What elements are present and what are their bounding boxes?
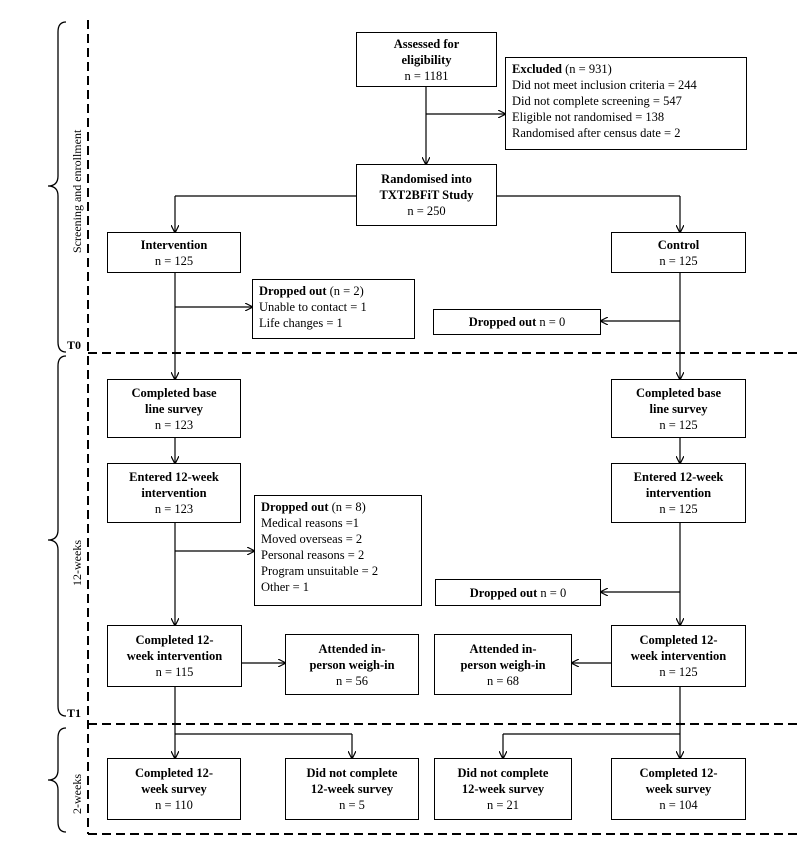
dropped-out-intervention-box-2: Dropped out (n = 8) Medical reasons =1 M…	[254, 495, 422, 606]
completed-intervention-box: Completed 12- week intervention n = 115	[107, 625, 242, 687]
baseline-title-2: line survey	[649, 401, 708, 416]
entered-intervention-box: Entered 12-week intervention n = 123	[107, 463, 241, 523]
assessed-title-2: eligibility	[401, 52, 452, 67]
baseline-title-1: Completed base	[131, 385, 217, 400]
intervention-title: Intervention	[140, 237, 208, 252]
survey-title-1: Completed 12-	[134, 766, 214, 780]
dropped-out-control-box-1: Dropped out n = 0	[433, 309, 601, 335]
weighin-title-2: person weigh-in	[460, 657, 546, 672]
dropout-reason: Life changes = 1	[259, 316, 343, 330]
weighin-count: n = 68	[486, 673, 520, 688]
excluded-box: Excluded (n = 931) Did not meet inclusio…	[505, 57, 747, 150]
dropped-out-count: n = 0	[537, 585, 567, 600]
survey-title-2: 12-week survey	[461, 782, 545, 796]
entered-control-box: Entered 12-week intervention n = 125	[611, 463, 746, 523]
entered-count: n = 123	[154, 502, 194, 516]
excluded-reason: Randomised after census date = 2	[512, 126, 681, 140]
weighin-count: n = 56	[335, 673, 369, 688]
survey-count: n = 104	[659, 798, 698, 812]
assessed-box: Assessed for eligibility n = 1181	[356, 32, 497, 87]
completed-count: n = 115	[155, 665, 194, 679]
entered-title-2: intervention	[645, 486, 712, 500]
completed-title-1: Completed 12-	[639, 633, 718, 647]
dropped-out-title: Dropped out	[468, 315, 537, 329]
control-count: n = 125	[659, 253, 698, 268]
timepoint-t1: T1	[67, 706, 82, 720]
excluded-reason: Did not complete screening = 547	[512, 94, 682, 108]
dropout-reason: Program unsuitable = 2	[261, 564, 379, 578]
randomised-title-2: TXT2BFiT Study	[379, 188, 474, 202]
completed-count: n = 125	[659, 665, 698, 679]
control-box: Control n = 125	[611, 232, 746, 273]
dropout-reason: Personal reasons = 2	[261, 548, 365, 562]
assessed-title-1: Assessed for	[393, 36, 460, 51]
entered-title-1: Entered 12-week	[129, 470, 219, 484]
completed-title-2: week intervention	[630, 649, 727, 663]
randomised-title-1: Randomised into	[381, 172, 472, 186]
survey-count: n = 110	[155, 798, 193, 812]
entered-title-1: Entered 12-week	[633, 470, 724, 484]
baseline-title-1: Completed base	[635, 385, 722, 400]
completed-title-2: week intervention	[126, 649, 223, 663]
weighin-control-box: Attended in- person weigh-in n = 68	[434, 634, 572, 695]
weighin-title-2: person weigh-in	[309, 657, 395, 672]
survey-title-2: week survey	[645, 782, 712, 796]
brace-12weeks	[47, 355, 67, 717]
survey-not-completed-intervention-box: Did not complete 12-week survey n = 5	[285, 758, 419, 820]
survey-count: n = 5	[339, 798, 365, 812]
weighin-intervention-box: Attended in- person weigh-in n = 56	[285, 634, 419, 695]
survey-title-1: Completed 12-	[639, 766, 718, 780]
baseline-count: n = 123	[154, 417, 194, 432]
brace-2weeks	[47, 727, 67, 833]
randomised-count: n = 250	[407, 204, 446, 218]
dropped-out-count: (n = 8)	[328, 500, 366, 514]
baseline-intervention-box: Completed base line survey n = 123	[107, 379, 241, 438]
dropped-out-intervention-box-1: Dropped out (n = 2) Unable to contact = …	[252, 279, 415, 339]
dropped-out-count: n = 0	[536, 315, 566, 329]
survey-completed-intervention-box: Completed 12- week survey n = 110	[107, 758, 241, 820]
dropped-out-title: Dropped out	[261, 500, 329, 514]
survey-count: n = 21	[486, 798, 520, 812]
survey-title-1: Did not complete	[457, 766, 549, 780]
entered-title-2: intervention	[141, 486, 207, 500]
weighin-title-1: Attended in-	[469, 641, 537, 656]
survey-title-2: week survey	[141, 782, 207, 796]
completed-title-1: Completed 12-	[135, 633, 214, 647]
intervention-count: n = 125	[154, 253, 194, 268]
excluded-count: (n = 931)	[562, 62, 612, 76]
timepoint-t0: T0	[67, 338, 82, 352]
baseline-title-2: line survey	[145, 401, 203, 416]
randomised-box: Randomised into TXT2BFiT Study n = 250	[356, 164, 497, 226]
excluded-title: Excluded	[512, 62, 563, 76]
survey-title-2: 12-week survey	[310, 782, 394, 796]
completed-control-box: Completed 12- week intervention n = 125	[611, 625, 746, 687]
dropped-out-title: Dropped out	[469, 585, 538, 600]
phase-label-screening: Screening and enrollment	[70, 129, 84, 253]
phase-label-12weeks: 12-weeks	[70, 540, 84, 586]
survey-completed-control-box: Completed 12- week survey n = 104	[611, 758, 746, 820]
dropped-out-count: (n = 2)	[326, 284, 364, 298]
excluded-reason: Eligible not randomised = 138	[512, 110, 665, 124]
dropped-out-control-box-2: Dropped out n = 0	[435, 579, 601, 606]
survey-not-completed-control-box: Did not complete 12-week survey n = 21	[434, 758, 572, 820]
dropout-reason: Unable to contact = 1	[259, 300, 367, 314]
weighin-title-1: Attended in-	[318, 641, 386, 656]
dropout-reason: Other = 1	[261, 580, 310, 594]
excluded-reason: Did not meet inclusion criteria = 244	[512, 78, 697, 92]
dropped-out-title: Dropped out	[259, 284, 327, 298]
control-title: Control	[657, 237, 700, 252]
baseline-count: n = 125	[659, 417, 698, 432]
assessed-count: n = 1181	[404, 68, 449, 83]
baseline-control-box: Completed base line survey n = 125	[611, 379, 746, 438]
phase-label-2weeks: 2-weeks	[70, 774, 84, 814]
brace-screening	[47, 21, 67, 353]
entered-count: n = 125	[659, 502, 698, 516]
dropout-reason: Medical reasons =1	[261, 516, 359, 530]
survey-title-1: Did not complete	[306, 766, 398, 780]
dropout-reason: Moved overseas = 2	[261, 532, 363, 546]
intervention-box: Intervention n = 125	[107, 232, 241, 273]
